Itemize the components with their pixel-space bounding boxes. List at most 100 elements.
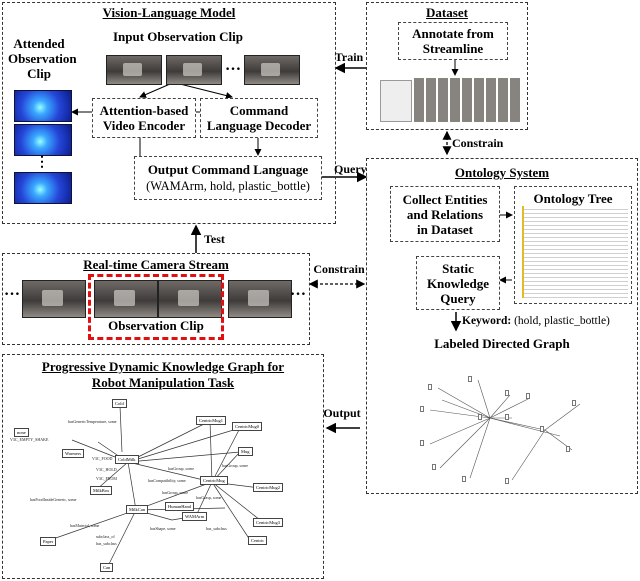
kg-edge-label: V3C_FOOD bbox=[92, 456, 113, 461]
kg-node: CentricMug bbox=[200, 476, 228, 485]
kg-edge-label: hasGroup, some bbox=[168, 466, 194, 471]
collect-box: Collect Entities and Relations in Datase… bbox=[390, 186, 500, 242]
video-encoder-box: Attention-based Video Encoder bbox=[92, 98, 196, 138]
output-command-title: Output Command Language bbox=[147, 162, 309, 177]
attended-frame-1 bbox=[14, 90, 72, 122]
kg-edge-label: hasFoodInsideGeneric, some bbox=[30, 497, 77, 502]
kg-edge-label: hasGroup, some bbox=[222, 463, 248, 468]
ldg-node: ​ bbox=[566, 446, 570, 452]
input-frame-3 bbox=[244, 55, 300, 85]
camera-left-dots: … bbox=[4, 282, 20, 299]
kg-node: Paper bbox=[40, 537, 57, 546]
camera-frame-1 bbox=[22, 280, 86, 318]
encoder-line1: Attention-based bbox=[99, 103, 189, 118]
kg-node: Mug bbox=[238, 447, 253, 456]
ldg-node: ​ bbox=[540, 426, 544, 432]
ldg-node: ​ bbox=[468, 376, 472, 382]
kg-node: ColdMilk bbox=[115, 455, 139, 464]
ldg-node: ​ bbox=[505, 390, 509, 396]
ontology-panel bbox=[366, 158, 638, 494]
encoder-line2: Video Encoder bbox=[102, 118, 186, 133]
kg-edge-label: V3C_FROM bbox=[96, 476, 117, 481]
annotate-line1: Annotate from bbox=[412, 26, 494, 41]
attended-vdots: ⋮ bbox=[35, 155, 49, 170]
ldg-node: ​ bbox=[420, 406, 424, 412]
static-line2: Knowledge bbox=[426, 275, 490, 291]
observation-clip-highlight bbox=[88, 274, 224, 340]
query-label: Query bbox=[334, 162, 367, 176]
static-line3: Query bbox=[440, 290, 476, 306]
camera-frame-2 bbox=[94, 280, 158, 318]
collect-line3: in Dataset bbox=[417, 221, 473, 237]
kg-node: Can bbox=[100, 563, 114, 572]
kg-edge-label: V3C_EMPTY_SHAKE bbox=[10, 437, 49, 442]
pdkg-title: Progressive Dynamic Knowledge Graph for … bbox=[2, 359, 324, 391]
observation-clip-label: Observation Clip bbox=[108, 318, 204, 333]
graph-title: Labeled Directed Graph bbox=[434, 336, 570, 351]
pdkg-panel bbox=[2, 354, 324, 579]
language-decoder-box: Command Language Decoder bbox=[200, 98, 318, 138]
output-command-box: Output Command Language (WAMArm, hold, p… bbox=[134, 156, 322, 200]
kg-edge-label: hasGroup, some bbox=[162, 490, 188, 495]
attended-label-line1: Attended bbox=[13, 36, 65, 51]
collect-line2: and Relations bbox=[406, 206, 484, 222]
kg-edge-label: hasMaterial, some bbox=[70, 523, 100, 528]
decoder-line1: Command bbox=[229, 103, 289, 118]
ldg-node: ​ bbox=[505, 478, 509, 484]
kg-edge-label: hasCompatibility, some bbox=[148, 478, 186, 483]
kg-edge-label: hasShape, some bbox=[150, 526, 176, 531]
kg-edge-label: V3C_HOLD bbox=[96, 467, 117, 472]
keyword-label: Keyword: bbox=[462, 315, 512, 327]
ontology-title: Ontology System bbox=[454, 165, 550, 180]
static-line1: Static bbox=[442, 260, 474, 276]
ldg-node: ​ bbox=[526, 393, 530, 399]
kg-edge-label: hasGenericTemperature, some bbox=[68, 419, 117, 424]
kg-node: Warmers bbox=[62, 449, 85, 458]
ontology-tree-title: Ontology Tree bbox=[533, 191, 613, 206]
ldg-node: ​ bbox=[505, 414, 509, 420]
attended-label: Attended Observation Clip bbox=[8, 36, 77, 81]
ldg-node: ​ bbox=[420, 440, 424, 446]
ldg-node: ​ bbox=[428, 384, 432, 390]
kg-node: CentricMug1 bbox=[196, 416, 226, 425]
kg-node: MilkBox bbox=[90, 486, 113, 495]
dataset-title: Dataset bbox=[426, 5, 468, 20]
kg-node: CentricMug2 bbox=[253, 483, 283, 492]
kg-node: MilkCan bbox=[126, 505, 149, 514]
collect-line1: Collect Entities bbox=[402, 191, 488, 207]
camera-title: Real-time Camera Stream bbox=[83, 257, 229, 272]
kg-node: WAMArm bbox=[182, 512, 208, 521]
camera-frame-4 bbox=[228, 280, 292, 318]
vlm-panel bbox=[2, 2, 336, 224]
keyword-value: (hold, plastic_bottle) bbox=[514, 315, 610, 327]
kg-edge-label: subclass_of bbox=[96, 534, 115, 539]
kg-node: Cold bbox=[112, 399, 127, 408]
camera-panel bbox=[2, 253, 310, 345]
test-label: Test bbox=[204, 232, 225, 246]
input-clip-title: Input Observation Clip bbox=[112, 29, 244, 44]
dataset-sample-thumbs bbox=[380, 80, 412, 122]
pdkg-title-line1: Progressive Dynamic Knowledge Graph for bbox=[41, 359, 285, 374]
kg-edge-label: has_subclass bbox=[206, 526, 227, 531]
kg-node: none bbox=[14, 428, 29, 437]
attended-label-line3: Clip bbox=[27, 66, 51, 81]
ldg-node: ​ bbox=[572, 400, 576, 406]
ldg-node: ​ bbox=[462, 476, 466, 482]
decoder-line2: Language Decoder bbox=[206, 118, 312, 133]
vlm-title: Vision-Language Model bbox=[102, 5, 236, 20]
ldg-node: ​ bbox=[432, 464, 436, 470]
constrain-dataset-label: Constrain bbox=[452, 136, 504, 150]
static-query-box: Static Knowledge Query bbox=[416, 256, 500, 310]
constrain-camera-label: Constrain bbox=[313, 262, 365, 276]
camera-right-dots: … bbox=[290, 282, 306, 299]
input-frame-2 bbox=[166, 55, 222, 85]
train-label: Train bbox=[334, 50, 364, 64]
camera-frame-3 bbox=[158, 280, 222, 318]
kg-node: Centric bbox=[248, 536, 268, 545]
attended-label-line2: Observation bbox=[8, 51, 77, 66]
annotate-box: Annotate from Streamline bbox=[398, 22, 508, 60]
kg-node: HumanHand bbox=[165, 502, 194, 511]
attended-frame-3 bbox=[14, 172, 72, 204]
kg-node: CentricMug0 bbox=[232, 422, 262, 431]
output-command-value: (WAMArm, hold, plastic_bottle) bbox=[146, 179, 310, 193]
